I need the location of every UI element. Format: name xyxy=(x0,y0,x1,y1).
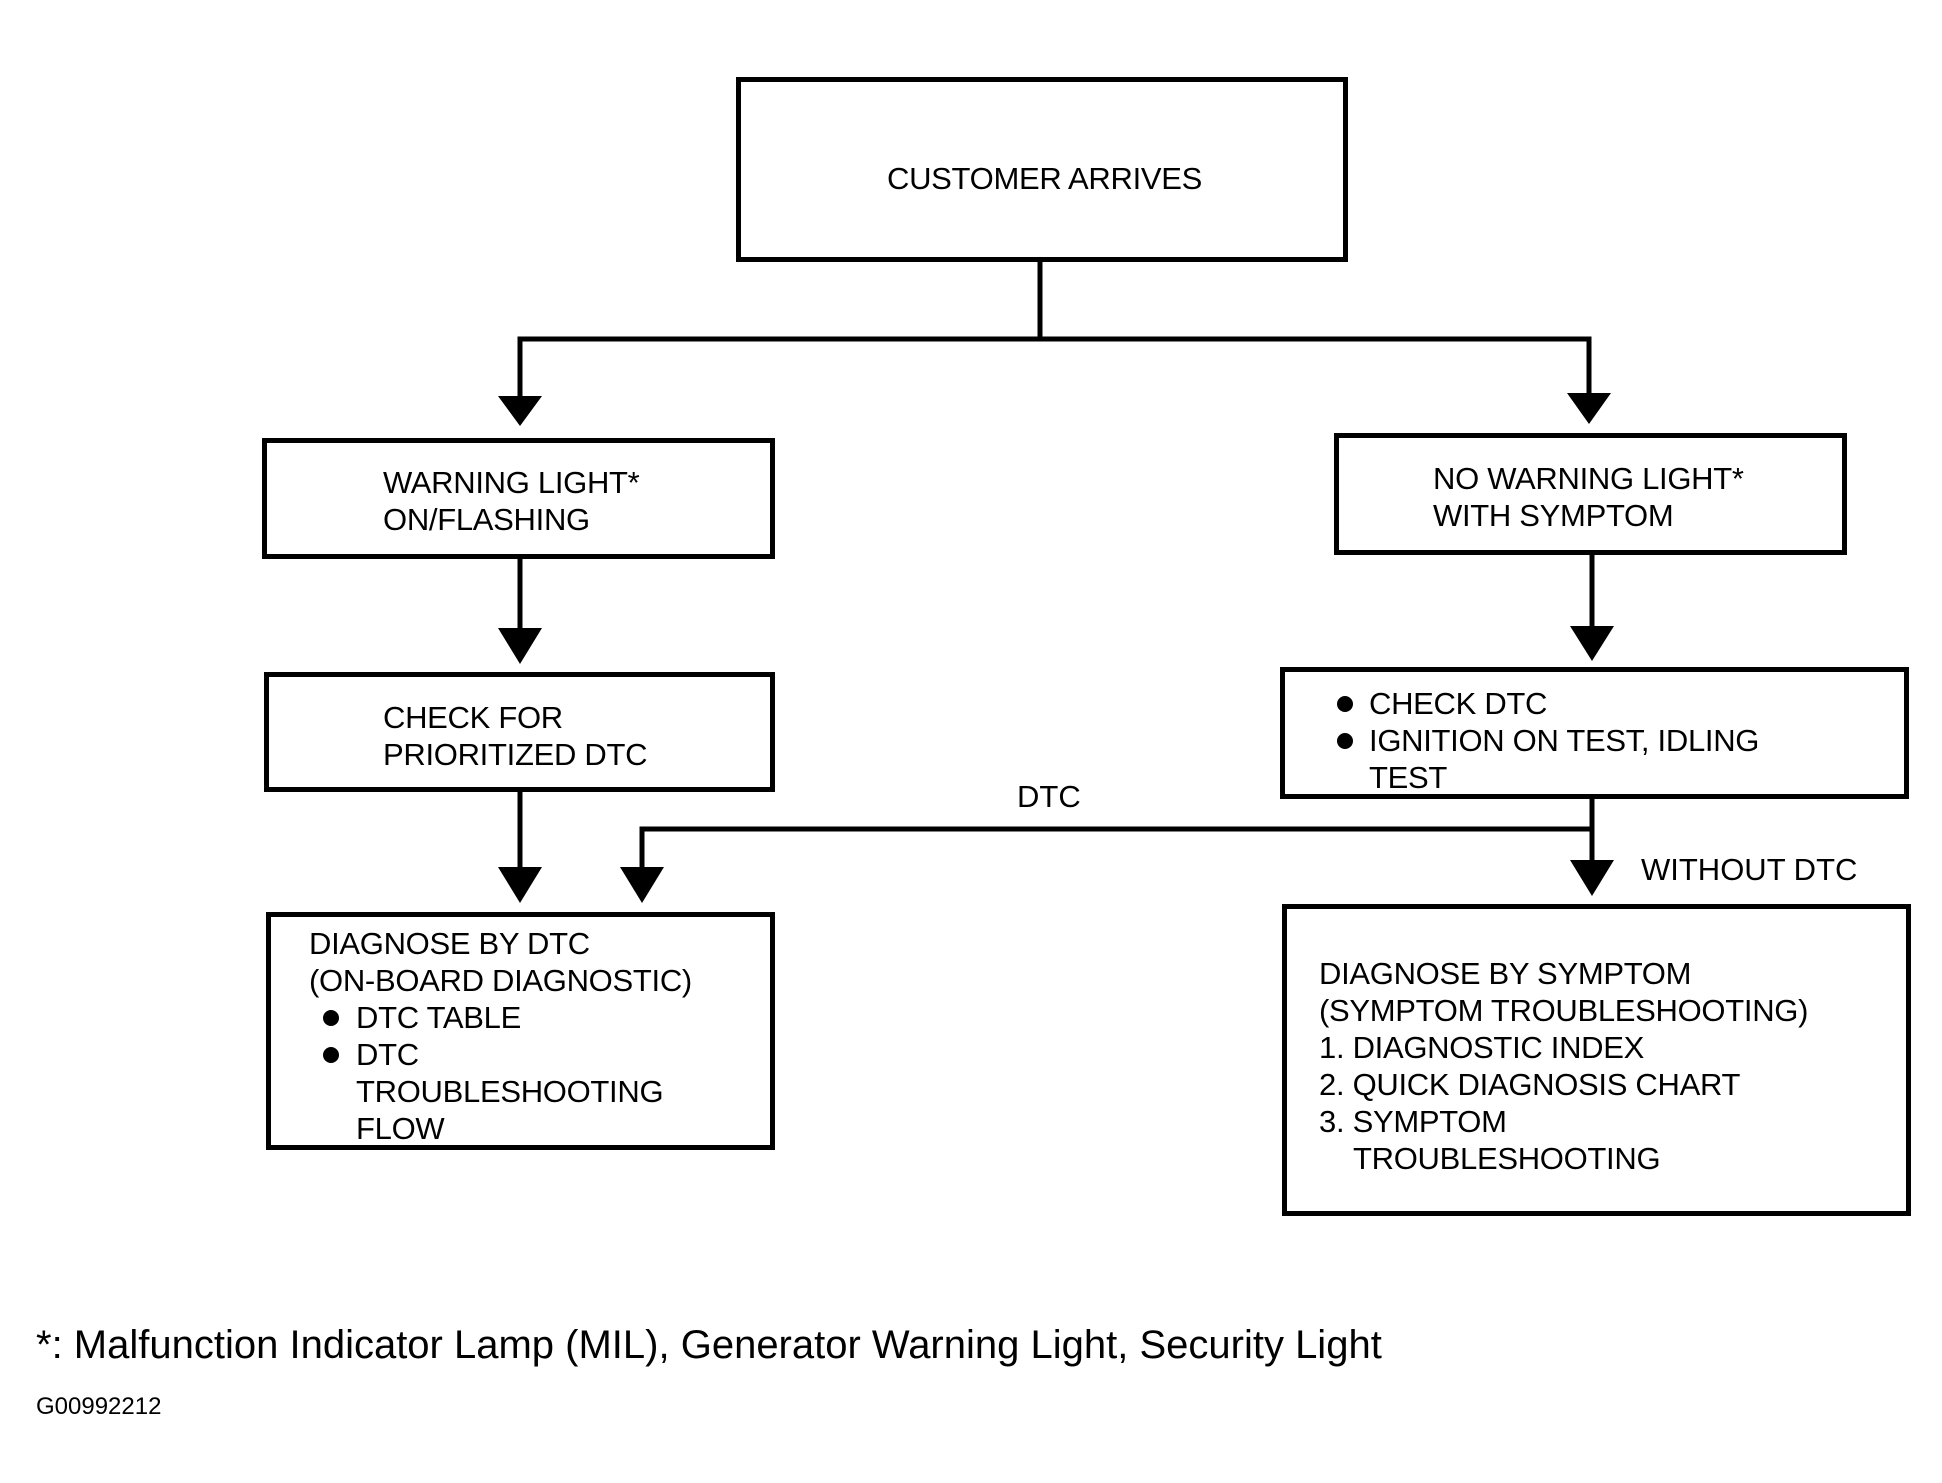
node-diagnose-by-dtc: DIAGNOSE BY DTC (ON-BOARD DIAGNOSTIC) DT… xyxy=(266,912,775,1150)
node-text: DIAGNOSE BY SYMPTOM xyxy=(1319,956,1692,991)
node-text: CHECK FOR xyxy=(383,700,563,735)
node-text: CUSTOMER ARRIVES xyxy=(887,161,1203,196)
arrowhead-nowarning xyxy=(1567,393,1611,424)
edge-label-without-dtc: WITHOUT DTC xyxy=(1641,852,1858,887)
node-text: NO WARNING LIGHT* xyxy=(1433,461,1744,496)
node-text: DIAGNOSE BY DTC xyxy=(309,926,590,961)
node-text: 3. SYMPTOM xyxy=(1319,1104,1507,1139)
arrowhead-check-dtc xyxy=(1570,626,1614,661)
node-text: FLOW xyxy=(356,1111,445,1146)
node-text: TROUBLESHOOTING xyxy=(356,1074,664,1109)
bullet-item: DTC xyxy=(309,1036,692,1073)
edge-label-dtc: DTC xyxy=(1017,779,1081,814)
node-text: PRIORITIZED DTC xyxy=(383,737,648,772)
bullet-dot xyxy=(1337,733,1353,749)
bullet-text: DTC TABLE xyxy=(356,1000,521,1035)
figure-id: G00992212 xyxy=(36,1393,162,1420)
node-check-dtc-tests: CHECK DTC IGNITION ON TEST, IDLING TEST xyxy=(1280,667,1909,799)
bullet-dot xyxy=(1337,696,1353,712)
node-text: ON/FLASHING xyxy=(383,502,590,537)
node-diagnose-by-symptom: DIAGNOSE BY SYMPTOM (SYMPTOM TROUBLESHOO… xyxy=(1282,904,1911,1216)
bullet-dot xyxy=(323,1047,339,1063)
bullet-text: CHECK DTC xyxy=(1369,686,1548,721)
node-text: TEST xyxy=(1369,760,1448,795)
node-customer-arrives: CUSTOMER ARRIVES xyxy=(736,77,1348,262)
node-text: 1. DIAGNOSTIC INDEX xyxy=(1319,1030,1645,1065)
bullet-text: IGNITION ON TEST, IDLING xyxy=(1369,723,1760,758)
node-text: (ON-BOARD DIAGNOSTIC) xyxy=(309,963,692,998)
bullet-item: DTC TABLE xyxy=(309,999,692,1036)
node-warning-light-on: WARNING LIGHT* ON/FLASHING xyxy=(262,438,775,559)
bullet-dot xyxy=(323,1010,339,1026)
arrowhead-diagnose-dtc-left xyxy=(498,867,542,903)
node-check-prioritized-dtc: CHECK FOR PRIORITIZED DTC xyxy=(264,672,775,792)
arrowhead-warning xyxy=(498,396,542,426)
node-text: WARNING LIGHT* xyxy=(383,465,640,500)
node-text: (SYMPTOM TROUBLESHOOTING) xyxy=(1319,993,1809,1028)
node-text: TROUBLESHOOTING xyxy=(1353,1141,1661,1176)
arrowhead-diagnose-dtc-right xyxy=(620,867,664,903)
footnote: *: Malfunction Indicator Lamp (MIL), Gen… xyxy=(36,1323,1382,1367)
arrowhead-diagnose-symptom xyxy=(1570,860,1614,896)
arrowhead-check-prioritized xyxy=(498,628,542,664)
node-no-warning-light: NO WARNING LIGHT* WITH SYMPTOM xyxy=(1334,433,1847,555)
bullet-text: DTC xyxy=(356,1037,419,1072)
node-text: WITH SYMPTOM xyxy=(1433,498,1674,533)
bullet-item: IGNITION ON TEST, IDLING xyxy=(1337,722,1760,759)
bullet-item: CHECK DTC xyxy=(1337,685,1759,722)
node-text: 2. QUICK DIAGNOSIS CHART xyxy=(1319,1067,1741,1102)
